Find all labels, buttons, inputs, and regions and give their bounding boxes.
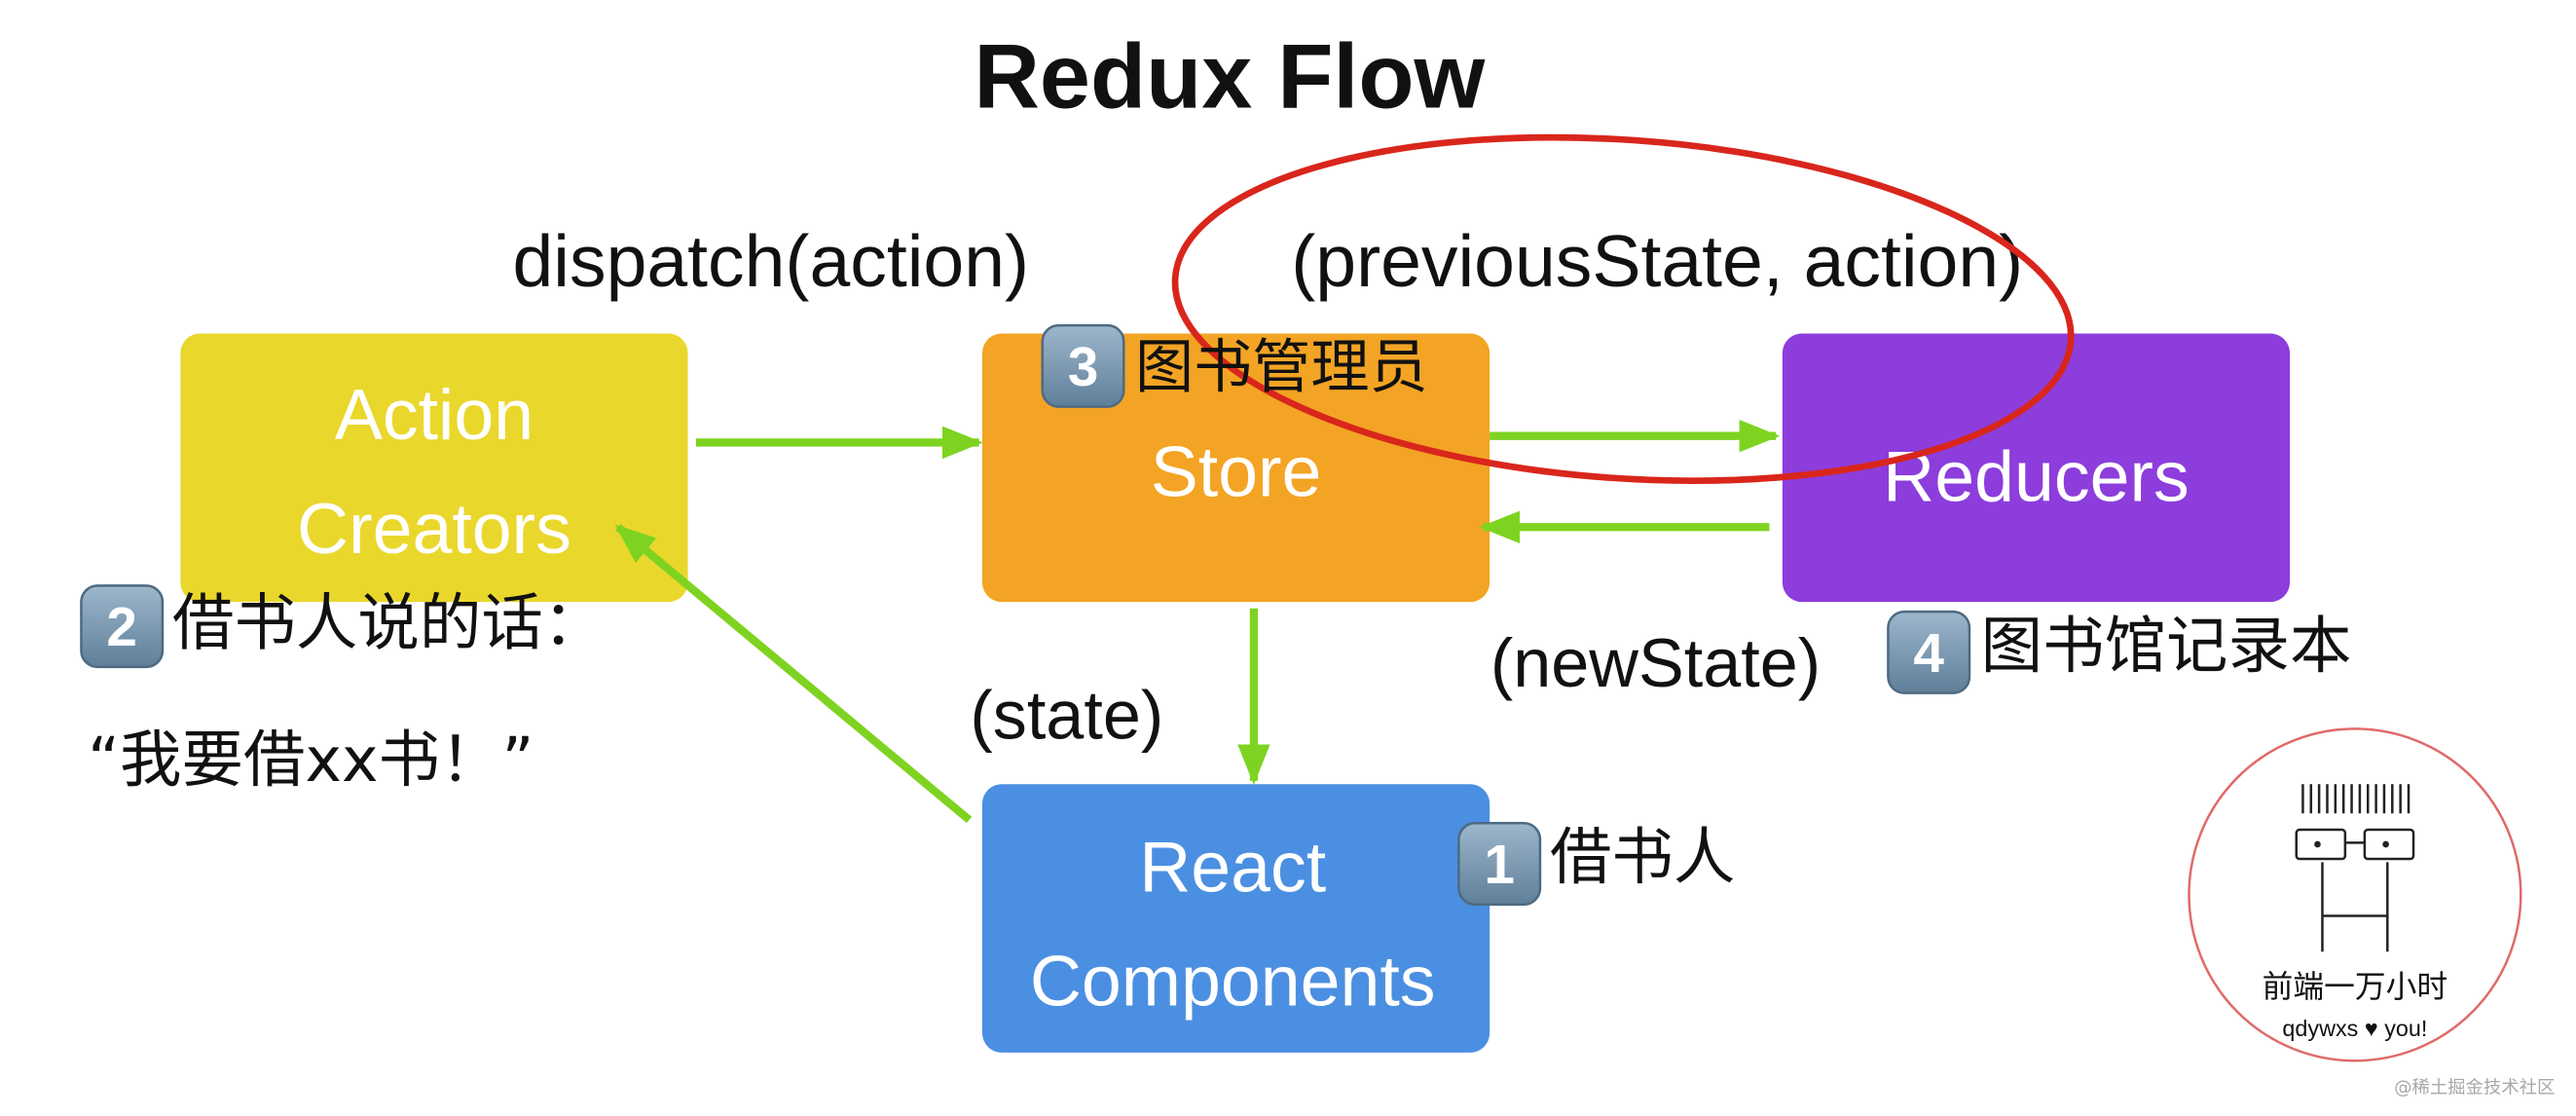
badge-3-number: 3 — [1068, 337, 1099, 398]
stamp-eye-left — [2314, 840, 2321, 848]
badge-4: 4 — [1887, 610, 1971, 694]
badge-2-shape — [80, 584, 165, 669]
highlight-ellipse — [1171, 133, 2075, 485]
reducer-args-label: (previousState, action) — [1291, 220, 2023, 302]
watermark: @稀土掘金技术社区 — [2394, 1078, 2555, 1098]
reducers-box: Reducers — [1782, 333, 2291, 603]
new-state-label: (newState) — [1490, 624, 1821, 701]
action-creators-box-shape — [180, 333, 688, 603]
action-creators-label-line1: Action — [335, 374, 534, 455]
state-label: (state) — [970, 676, 1163, 753]
note-borrower-says-line1: 借书人说的话： — [172, 587, 605, 659]
react-components-label-line2: Components — [1030, 940, 1436, 1021]
badge-2: 2 — [80, 584, 165, 669]
badge-3-shape — [1041, 323, 1125, 408]
diagram-title: Redux Flow — [974, 24, 1485, 127]
note-library-record: 图书馆记录本 — [1981, 610, 2352, 682]
store-label: Store — [1151, 431, 1322, 512]
badge-2-number: 2 — [106, 597, 137, 658]
react-components-label-line1: React — [1139, 826, 1326, 907]
badge-4-shape — [1887, 610, 1971, 694]
author-stamp: 前端一万小时 qdywxs ♥ you! — [2188, 727, 2522, 1062]
react-components-box-shape — [981, 784, 1490, 1053]
stamp-circle — [2188, 727, 2522, 1062]
stamp-tagline: qdywxs ♥ you! — [2282, 1016, 2427, 1041]
badge-1: 1 — [1457, 822, 1542, 907]
reducers-box-shape — [1782, 333, 2291, 603]
badge-3: 3 — [1041, 323, 1125, 408]
badge-4-number: 4 — [1913, 623, 1944, 685]
note-borrower-says-line2: “我要借xx书！” — [88, 724, 534, 796]
stamp-eye-right — [2382, 840, 2389, 848]
badge-1-shape — [1457, 822, 1542, 907]
note-borrower: 借书人 — [1550, 821, 1735, 893]
note-librarian: 图书管理员 — [1135, 334, 1428, 402]
stamp-name: 前端一万小时 — [2263, 970, 2447, 1005]
badge-1-number: 1 — [1484, 835, 1515, 896]
stamp-face-icon — [2295, 784, 2415, 952]
react-components-box: React Components — [981, 784, 1490, 1053]
arrow-components-to-action — [614, 524, 973, 824]
action-creators-label-line2: Creators — [297, 488, 571, 569]
action-creators-box: Action Creators — [180, 333, 688, 603]
dispatch-label: dispatch(action) — [512, 220, 1029, 302]
